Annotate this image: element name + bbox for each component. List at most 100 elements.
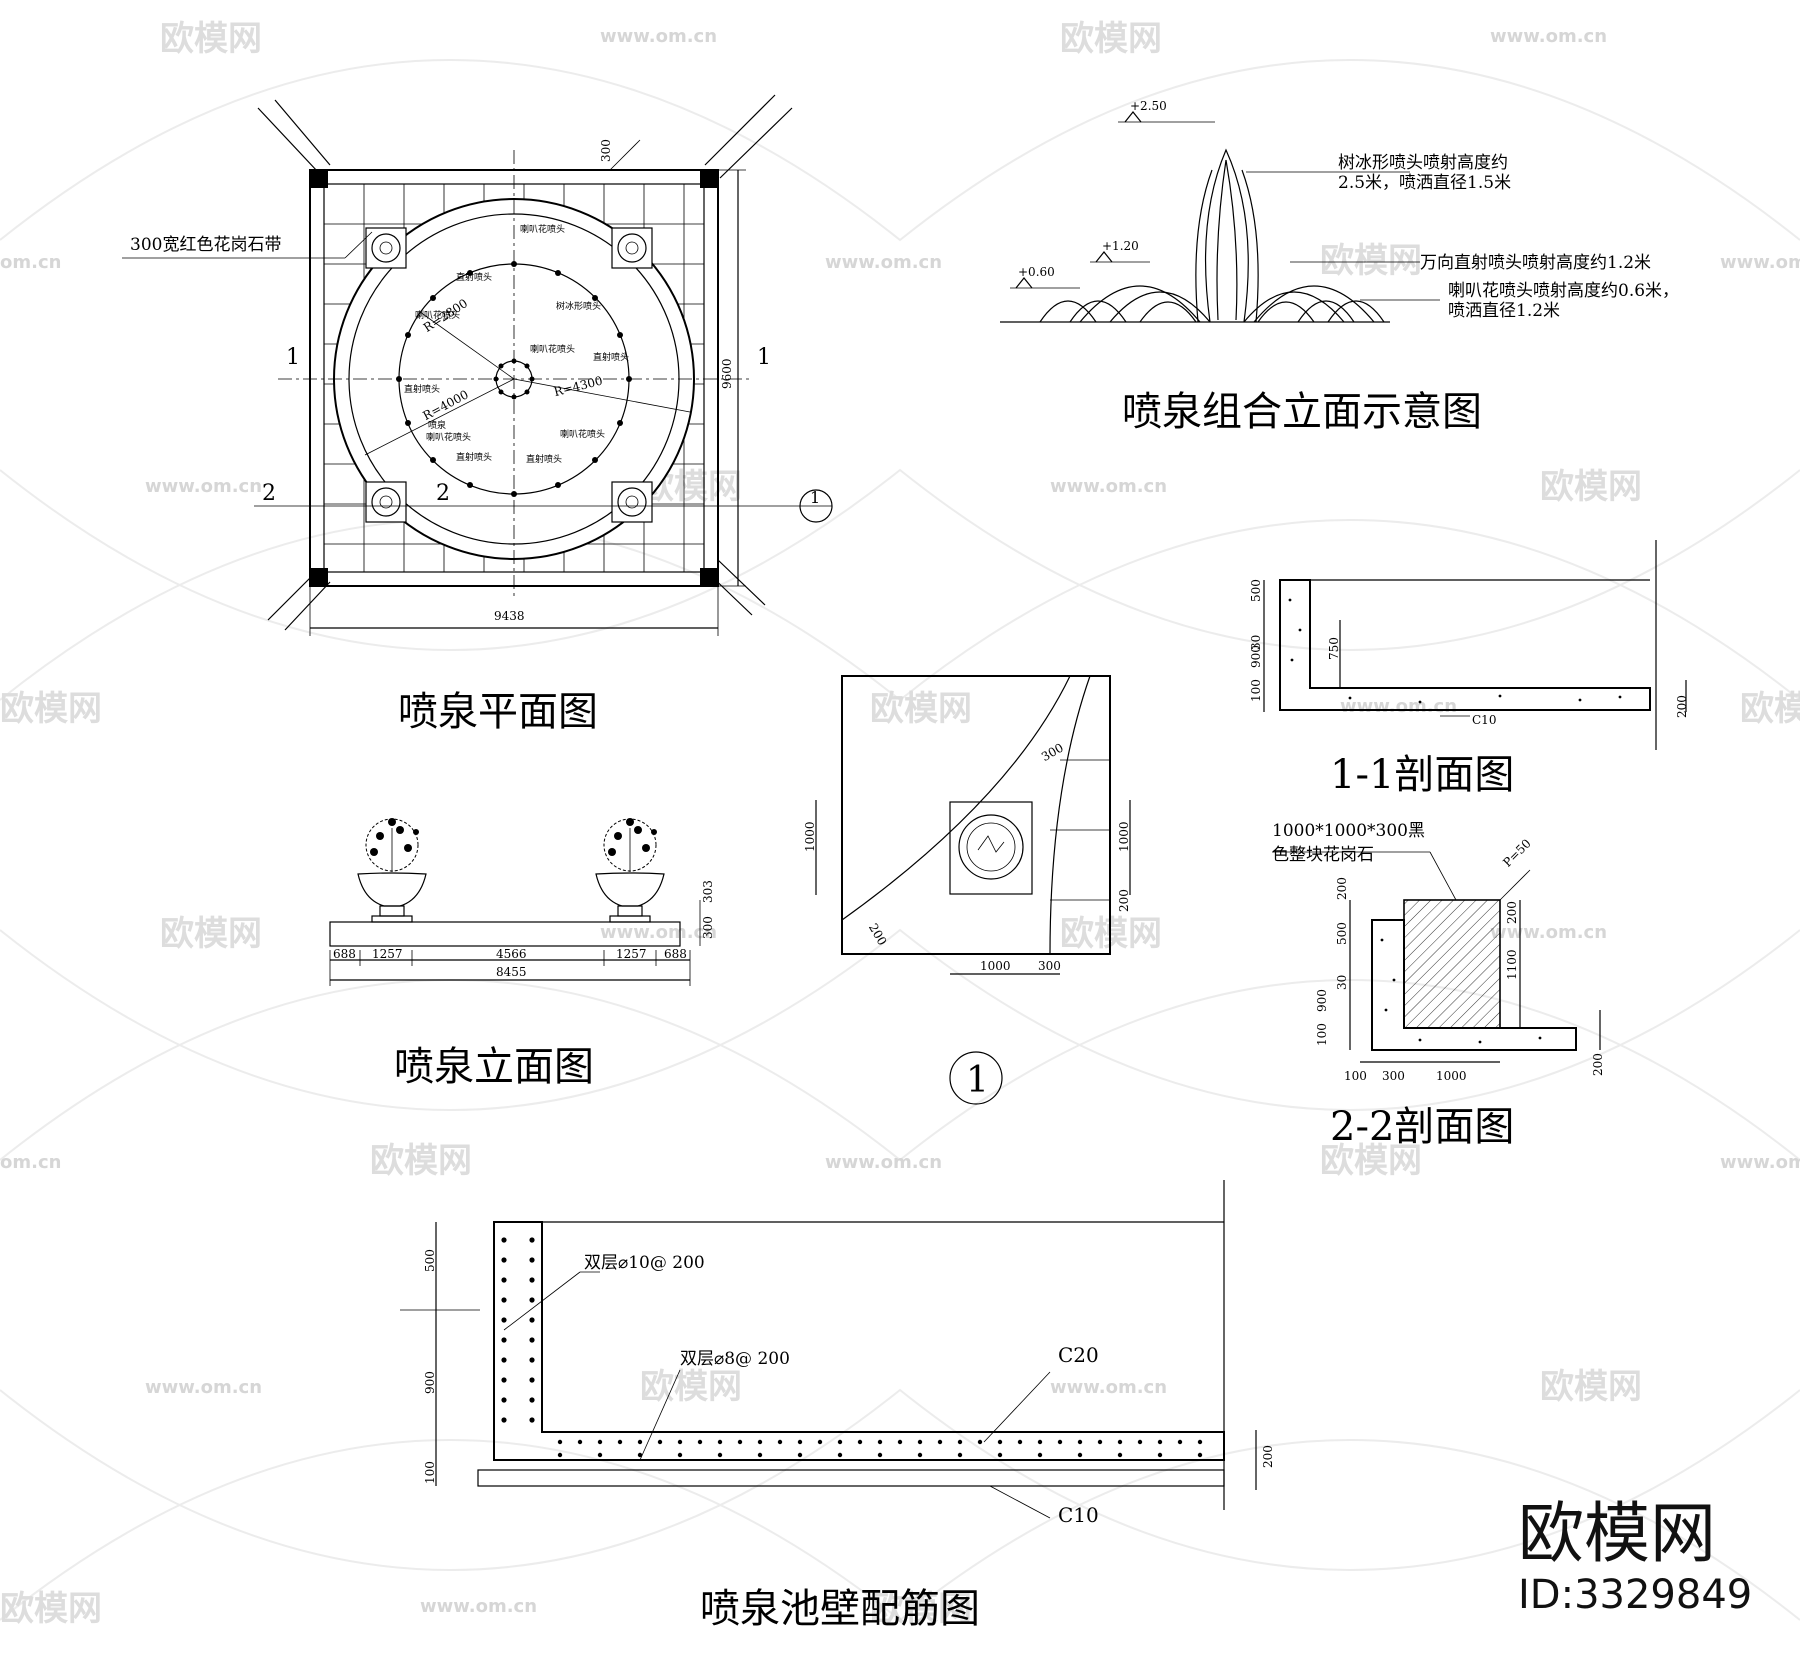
- rebar-dim-900: 900: [423, 1371, 437, 1394]
- s11-dim-30: 30: [1249, 635, 1263, 650]
- elevation-title: 喷泉立面图: [394, 1044, 594, 1090]
- watermark-logo: 欧模网: [1320, 241, 1422, 281]
- cut-mark-1-right: 1: [757, 345, 771, 370]
- elev-dim: 4566: [496, 947, 527, 961]
- watermark-url: www.om.cn: [145, 1377, 262, 1398]
- detail-dim-1000: 1000: [803, 821, 817, 852]
- brand-stamp: 欧模网 ID:3329849: [1518, 1495, 1752, 1618]
- s11-dim-900: 900: [1249, 645, 1263, 668]
- detail-mark-1: 1: [966, 1060, 989, 1101]
- nozzle-label: 树冰形喷头: [556, 300, 601, 312]
- watermark-logo: 欧模网: [0, 1589, 102, 1629]
- watermark-texts: 欧模网 欧模网 www.om.cn www.om.cn om.cn 欧模网 ww…: [0, 19, 1800, 1629]
- nozzle-label: 喇叭花喷头: [520, 223, 565, 235]
- planter-urn-icon: [595, 818, 665, 923]
- s11-concrete: C10: [1472, 713, 1496, 727]
- watermark-url: www.om.cn: [1720, 252, 1800, 273]
- detail-ref-1: 1: [810, 488, 820, 507]
- s11-dim-750: 750: [1327, 637, 1341, 660]
- nozzle-label: 喇叭花喷头: [426, 431, 471, 443]
- section-1-1: 500 30 900 750 100 200 C10 1-1剖面图: [1249, 540, 1689, 798]
- watermark-url: www.om.cn: [600, 26, 717, 47]
- level-2-50: +2.50: [1130, 99, 1167, 113]
- elev-total-dim: 8455: [496, 965, 527, 979]
- watermark-pattern: [0, 59, 1800, 1622]
- level-1-20: +1.20: [1102, 239, 1139, 253]
- watermark-url: om.cn: [0, 1152, 61, 1173]
- nozzle-label: 直射喷头: [456, 451, 492, 463]
- nozzle-label: 直射喷头: [593, 351, 629, 363]
- watermark-url: www.om.cn: [1050, 1377, 1167, 1398]
- elev-dim: 1257: [616, 947, 647, 961]
- section-1-1-title: 1-1剖面图: [1330, 752, 1514, 798]
- s22-dim-100b: 100: [1344, 1069, 1367, 1083]
- elev-dim: 1257: [372, 947, 403, 961]
- elev-base-dim: 300: [701, 916, 715, 939]
- s22-granite-note-b: 色整块花岗石: [1272, 845, 1374, 865]
- detail-dim-200: 200: [866, 921, 890, 948]
- elev-dim: 688: [333, 947, 356, 961]
- s22-granite-note-a: 1000*1000*300黑: [1272, 821, 1425, 841]
- s22-dim-1100: 1100: [1505, 949, 1519, 980]
- s11-dim-100: 100: [1249, 679, 1263, 702]
- detail-1: 1000 1000 1000 300 300 200 200 1: [803, 675, 1131, 1105]
- watermark-url: www.om.cn: [1490, 922, 1607, 943]
- brand-logo: 欧模网: [1518, 1495, 1716, 1572]
- granite-band-label: 300宽红色花岗石带: [130, 235, 281, 255]
- section-2-2-title: 2-2剖面图: [1330, 1104, 1514, 1150]
- detail-dim-1000: 1000: [980, 959, 1011, 973]
- detail-dim-300: 300: [1039, 740, 1066, 764]
- planter-icon: [611, 227, 653, 269]
- cut-mark-1-left: 1: [286, 345, 300, 370]
- rebar-title: 喷泉池壁配筋图: [700, 1586, 980, 1632]
- nozzle-labels: 喇叭花喷头 直射喷头 喇叭花喷头 树冰形喷头 直射喷头 直射喷头 喷泉 喇叭花喷…: [404, 223, 629, 465]
- planter-icon: [611, 481, 653, 523]
- level-0-60: +0.60: [1018, 265, 1055, 279]
- rebar-floor-note: 双层⌀8@ 200: [680, 1349, 790, 1369]
- watermark-url: www.om.cn: [145, 476, 262, 497]
- note-tree-jet-a: 树冰形喷头喷射高度约: [1338, 153, 1508, 173]
- rebar-dim-500: 500: [423, 1249, 437, 1272]
- s22-dim-500: 500: [1335, 922, 1349, 945]
- note-trumpet-b: 喷洒直径1.2米: [1448, 301, 1560, 321]
- fountain-elevation: 688 1257 4566 1257 688 8455 303 300 喷泉立面…: [329, 818, 715, 1090]
- watermark-logo: 欧模网: [370, 1141, 472, 1181]
- s22-dim-200b: 200: [1591, 1053, 1605, 1076]
- rebar-c20: C20: [1058, 1343, 1099, 1367]
- plan-edge-dim: 300: [599, 139, 613, 162]
- watermark-logo: 欧模网: [640, 1367, 742, 1407]
- fountain-plan: 300宽红色花岗石带 9438 9600 300 R=2800 R=4000 R…: [122, 94, 833, 735]
- watermark-logo: 欧模网: [870, 689, 972, 729]
- watermark-logo: 欧模网: [870, 1589, 972, 1629]
- watermark-logo: 欧模网: [1060, 19, 1162, 59]
- rebar-dim-200: 200: [1261, 1445, 1275, 1468]
- rebar-dots: [501, 1237, 535, 1423]
- cut-mark-2-left: 2: [262, 481, 276, 506]
- watermark-url: www.om.cn: [420, 1596, 537, 1617]
- watermark-url: www.om.cn: [1340, 696, 1457, 717]
- plan-width-dim: 9438: [494, 609, 525, 623]
- nozzle-label: 喇叭花喷头: [530, 343, 575, 355]
- brand-id: ID:3329849: [1518, 1572, 1752, 1618]
- nozzle-label: 直射喷头: [526, 453, 562, 465]
- watermark-logo: 欧模网: [1540, 1367, 1642, 1407]
- planter-icon: [365, 227, 407, 269]
- note-straight-jet: 万向直射喷头喷射高度约1.2米: [1420, 253, 1651, 273]
- combo-title: 喷泉组合立面示意图: [1122, 389, 1482, 435]
- nozzle-label: 直射喷头: [404, 383, 440, 395]
- rebar-wall-note: 双层⌀10@ 200: [584, 1253, 705, 1273]
- watermark-url: www.om.cn: [825, 1152, 942, 1173]
- nozzle-label: 喇叭花喷头: [560, 428, 605, 440]
- watermark-logo: 欧模网: [160, 914, 262, 954]
- watermark-url: www.om.cn: [1050, 476, 1167, 497]
- watermark-url: om.cn: [0, 252, 61, 273]
- s22-dim-200-right: 200: [1505, 901, 1519, 924]
- plan-height-dim: 9600: [720, 358, 734, 389]
- detail-dim-1000: 1000: [1117, 821, 1131, 852]
- s22-dim-300b: 300: [1382, 1069, 1405, 1083]
- watermark-logo: 欧模网: [0, 689, 102, 729]
- s22-slope: P=50: [1500, 836, 1534, 870]
- planter-icon: [365, 481, 407, 523]
- planter-urn-icon: [357, 818, 427, 923]
